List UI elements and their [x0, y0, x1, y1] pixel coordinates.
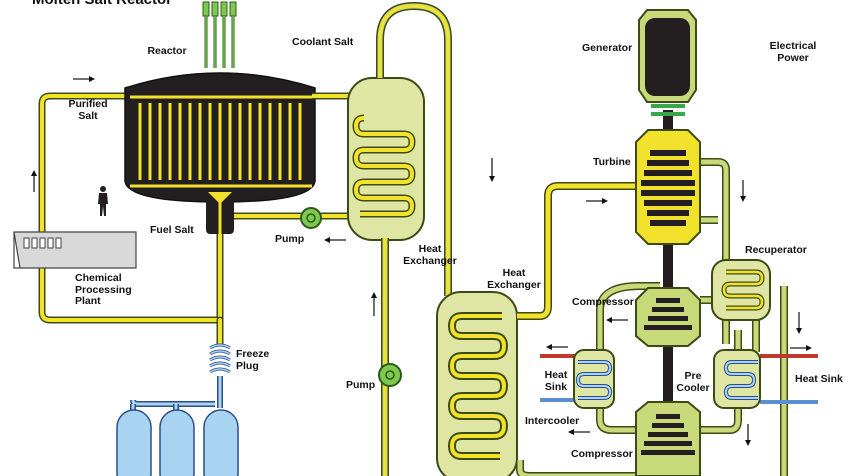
intercooler: [573, 349, 615, 409]
label-chemical-processing-plant: Chemical Processing Plant: [75, 272, 132, 307]
drain-tank-piping: [130, 376, 223, 412]
pre-cooler: [713, 349, 761, 409]
label-turbine: Turbine: [593, 156, 631, 168]
person-silhouette: [98, 186, 108, 216]
primary-heat-exchanger: [347, 77, 425, 241]
cooling-water-pipes: [540, 354, 818, 404]
label-heat-sink-right: Heat Sink: [795, 373, 843, 385]
generator: [638, 9, 697, 116]
chemical-processing-plant: [13, 231, 137, 269]
label-compressor-lower: Compressor: [571, 448, 633, 460]
turbine: [635, 129, 701, 245]
label-pump-secondary: Pump: [346, 379, 376, 391]
label-heat-exchanger-secondary: Heat Exchanger: [487, 267, 541, 291]
secondary-pump: [378, 363, 402, 387]
control-rods: [202, 1, 237, 68]
label-heat-sink-left: Heat Sink: [544, 369, 568, 393]
label-compressor-upper: Compressor: [572, 296, 634, 308]
label-purified-salt: Purified Salt: [68, 98, 108, 122]
label-heat-exchanger-primary: Heat Exchanger: [403, 243, 457, 267]
label-recuperator: Recuperator: [745, 244, 807, 256]
label-generator: Generator: [582, 42, 633, 54]
diagram-title: Molten Salt Reactor: [32, 0, 172, 8]
label-pump-primary: Pump: [275, 233, 305, 245]
upper-compressor: [635, 287, 701, 347]
label-freeze-plug: Freeze Plug: [236, 348, 270, 372]
label-reactor: Reactor: [147, 45, 187, 57]
recuperator: [711, 259, 771, 321]
secondary-heat-exchanger: [436, 291, 518, 476]
flow-arrows: [31, 76, 812, 446]
drain-tank-1: [116, 409, 152, 476]
label-intercooler: Intercooler: [525, 415, 580, 427]
label-coolant-salt: Coolant Salt: [292, 36, 354, 48]
lower-compressor: [635, 401, 701, 476]
label-fuel-salt: Fuel Salt: [150, 224, 194, 236]
drain-tank-3: [203, 409, 239, 476]
label-pre-cooler: Pre Cooler: [676, 370, 710, 394]
primary-pump: [300, 207, 322, 229]
drain-tank-2: [159, 409, 195, 476]
reactor-vessel: [124, 72, 316, 236]
label-electrical-power: Electrical Power: [769, 40, 817, 64]
power-loop-pipes: [516, 158, 788, 476]
freeze-plug: [207, 343, 233, 375]
